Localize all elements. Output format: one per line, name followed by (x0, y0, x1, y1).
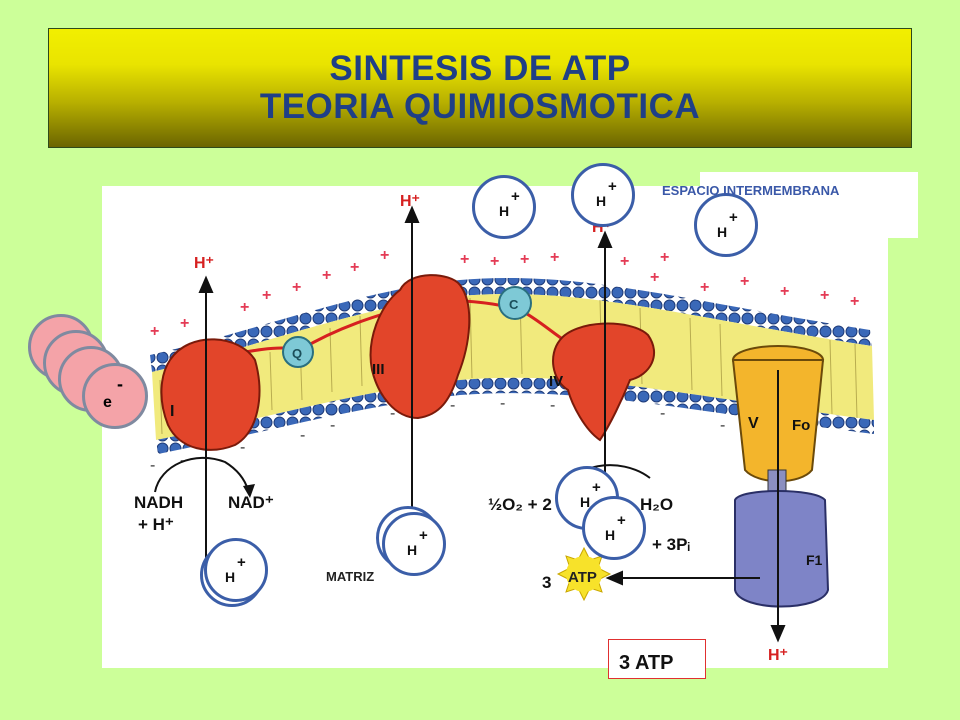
svg-text:+: + (820, 287, 829, 304)
f1-label: F1 (806, 552, 823, 568)
svg-text:+: + (650, 269, 659, 286)
svg-text:+: + (550, 249, 559, 266)
title-line-1: SINTESIS DE ATP (329, 49, 631, 88)
electron-bubble: e - (82, 363, 148, 429)
proton-charge: + (592, 479, 601, 496)
svg-text:-: - (720, 417, 725, 434)
proton-bubble: H + (582, 496, 646, 560)
svg-text:+: + (660, 249, 669, 266)
cytochrome-c (498, 286, 532, 320)
svg-text:-: - (390, 405, 395, 422)
svg-text:+: + (460, 251, 469, 268)
nad-label: NAD⁺ (228, 493, 274, 512)
intermembrane-label: ESPACIO INTERMEMBRANA (662, 183, 840, 198)
proton-bubble: H + (382, 512, 446, 576)
proton-symbol: H (596, 193, 607, 209)
h-plus-marker: H⁺ (768, 647, 788, 664)
atp-burst (556, 546, 612, 602)
svg-text:-: - (500, 395, 505, 412)
svg-text:+: + (262, 287, 271, 304)
proton-charge: + (419, 527, 428, 544)
nadh-arrow (154, 456, 249, 493)
proton-charge: + (729, 209, 738, 226)
svg-text:+: + (620, 253, 629, 270)
ubiquinone-q (282, 336, 314, 368)
proton-arrows (198, 205, 786, 643)
proton-charge: + (237, 554, 246, 571)
electron-charge: - (117, 374, 123, 394)
proton-bubble: H + (472, 175, 536, 239)
svg-text:+: + (240, 299, 249, 316)
proton-symbol: H (225, 569, 236, 585)
svg-text:-: - (240, 439, 245, 456)
complex-iii-label: III (372, 361, 385, 378)
membrane-inner-heads (156, 377, 874, 454)
water-label: H₂O (640, 495, 673, 514)
svg-text:+: + (780, 283, 789, 300)
proton-symbol: H (717, 224, 728, 240)
h-plus-marker: H⁺ (400, 193, 420, 210)
complex-iii (369, 274, 471, 420)
proton-bubble: H + (571, 163, 635, 227)
electron-symbol: e (103, 394, 112, 411)
atp-burst-label: ATP (568, 569, 597, 586)
svg-text:+: + (350, 259, 359, 276)
complex-i-label: I (170, 403, 174, 420)
svg-text:+: + (180, 315, 189, 332)
atp-count-box: 3 ATP (608, 639, 706, 679)
proton-symbol: H (580, 494, 591, 510)
proton-symbol: H (499, 203, 510, 219)
complex-iv-label: IV (549, 373, 563, 390)
svg-text:+: + (520, 251, 529, 268)
proton-charge: + (617, 512, 626, 529)
figure-labels: I III IV V Fo F1 Q C NADH NAD⁺ + H⁺ ½O₂ … (134, 297, 823, 592)
c-label: C (509, 297, 519, 312)
svg-text:-: - (550, 397, 555, 414)
nadh-label: NADH (134, 493, 183, 512)
svg-text:+: + (740, 273, 749, 290)
positive-charges: ++++ ++++ ++++ ++++ ++++ (150, 247, 859, 340)
svg-text:+: + (700, 279, 709, 296)
proton-charge: + (511, 188, 520, 205)
complex-iv (552, 322, 655, 442)
svg-text:-: - (150, 457, 155, 474)
proton-charge: + (608, 178, 617, 195)
phosphate-label: + 3Pᵢ (652, 535, 690, 554)
plus-h-label: + H⁺ (138, 515, 174, 534)
q-label: Q (292, 346, 302, 361)
complex-i (160, 338, 261, 451)
svg-text:-: - (450, 397, 455, 414)
proton-bubble: H + (694, 193, 758, 257)
svg-text:-: - (300, 427, 305, 444)
svg-text:+: + (292, 279, 301, 296)
fo-label: Fo (792, 417, 810, 434)
proton-symbol: H (407, 542, 418, 558)
membrane-outer-heads (150, 278, 872, 372)
title-line-2: TEORIA QUIMIOSMOTICA (259, 87, 701, 126)
atp-coefficient: 3 (542, 573, 551, 592)
svg-text:+: + (850, 293, 859, 310)
svg-text:-: - (660, 405, 665, 422)
membrane-tails (152, 294, 874, 440)
svg-text:-: - (330, 417, 335, 434)
svg-text:+: + (322, 267, 331, 284)
matrix-label: MATRIZ (326, 569, 375, 584)
oxygen-label: ½O₂ + 2 (488, 495, 552, 514)
proton-symbol: H (605, 527, 616, 543)
svg-text:+: + (380, 247, 389, 264)
complex-v-label: V (748, 415, 759, 432)
proton-bubble: H + (204, 538, 268, 602)
svg-text:+: + (150, 323, 159, 340)
title-banner: SINTESIS DE ATP TEORIA QUIMIOSMOTICA (48, 28, 912, 148)
h-plus-marker: H⁺ (194, 255, 214, 272)
svg-text:+: + (490, 253, 499, 270)
